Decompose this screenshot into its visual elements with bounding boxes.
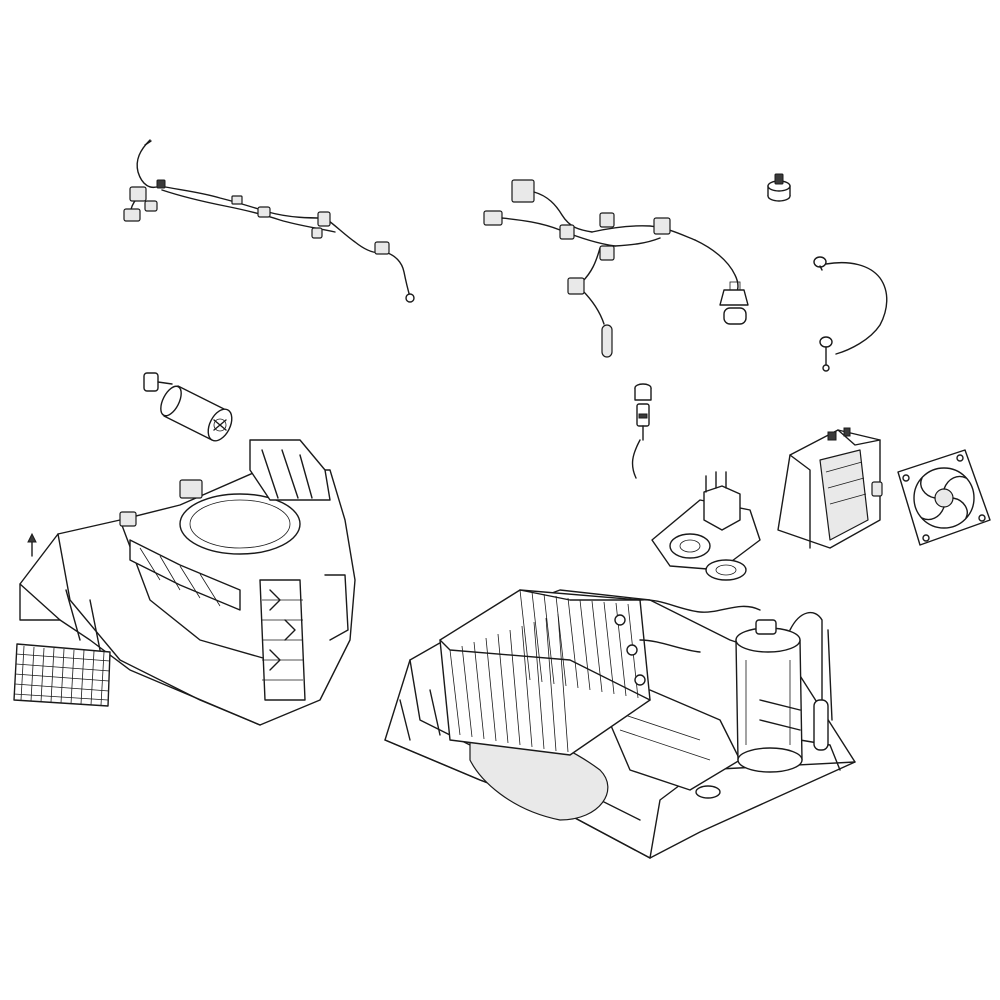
- cooling-fan: [897, 449, 991, 546]
- knob: [767, 173, 791, 202]
- wire-harness-left: [123, 139, 415, 303]
- electrical-control-box: [777, 427, 883, 549]
- compressor: [735, 611, 833, 773]
- drain-plug: [631, 383, 652, 479]
- air-filter: [13, 643, 111, 707]
- thermistor-sensor: [813, 256, 888, 372]
- upper-housing: [19, 439, 356, 726]
- evaporator-coil: [439, 589, 761, 756]
- pump-assembly: [651, 471, 761, 581]
- wire-harness-right: [483, 179, 749, 358]
- capacitor: [143, 372, 233, 442]
